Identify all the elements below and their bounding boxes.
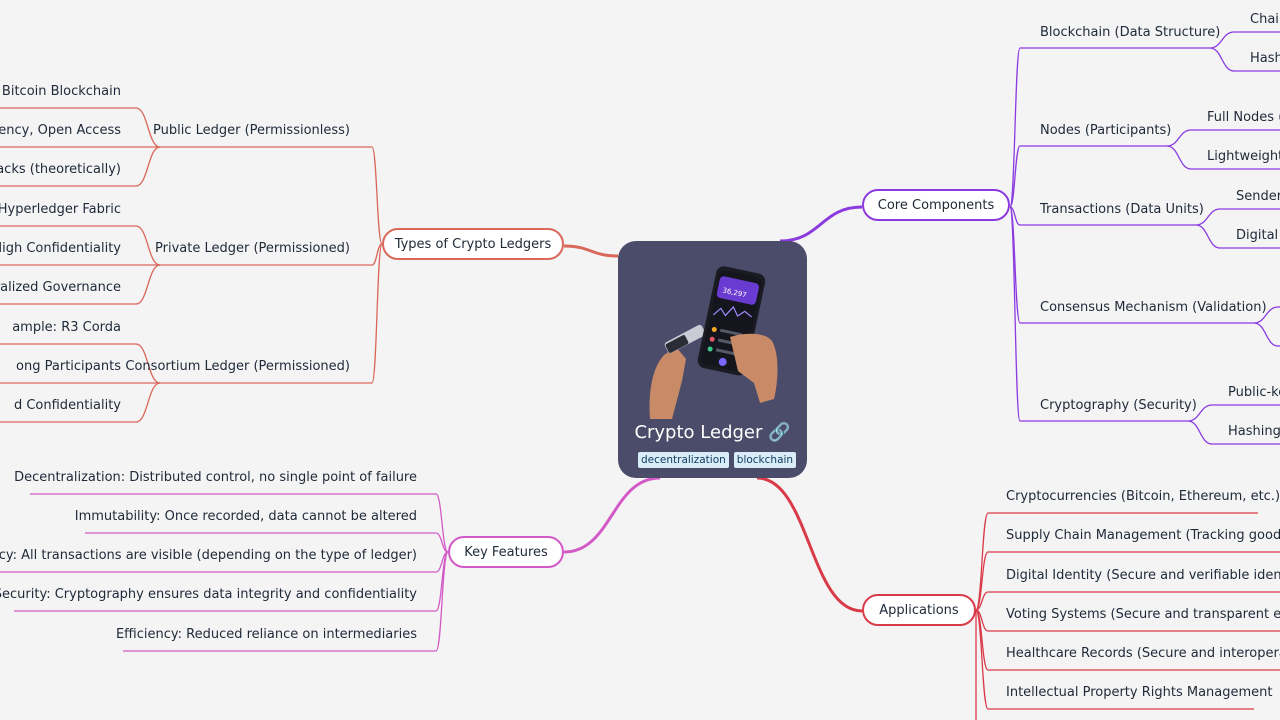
link-core-leaf-3-0 bbox=[1253, 306, 1279, 324]
link-applications-leaf-1 bbox=[975, 551, 989, 611]
link-core-leaf-0-1 bbox=[1209, 47, 1235, 72]
link-applications-leaf-2 bbox=[975, 591, 989, 611]
link-core-sub-4 bbox=[1009, 206, 1021, 422]
link-core-sub-1 bbox=[1009, 145, 1021, 208]
link-types-leaf-1-2 bbox=[135, 264, 161, 305]
link-types-sub-0 bbox=[371, 146, 383, 245]
types-sub-public-ledger-permissionless[interactable]: Public Ledger (Permissionless) bbox=[152, 123, 350, 138]
link-core-leaf-1-1 bbox=[1166, 145, 1192, 170]
link-core-leaf-1-0 bbox=[1166, 129, 1192, 147]
core-leaf-sender[interactable]: Sender bbox=[1236, 189, 1280, 204]
link-core-leaf-4-1 bbox=[1187, 420, 1213, 445]
applications-leaf-voting-systems-secure-and-transparent-el[interactable]: Voting Systems (Secure and transparent e… bbox=[1006, 607, 1280, 622]
central-topic-title: Crypto Ledger 🔗 bbox=[618, 421, 807, 445]
core-sub-nodes-participants[interactable]: Nodes (Participants) bbox=[1040, 123, 1172, 138]
features-leaf-security-cryptography-ensures-data-integ[interactable]: Security: Cryptography ensures data inte… bbox=[0, 587, 417, 602]
types-leaf-ong-participants[interactable]: ong Participants bbox=[16, 359, 121, 374]
core-leaf-lightweight[interactable]: Lightweight bbox=[1207, 149, 1280, 164]
link-types-sub-2 bbox=[371, 243, 383, 384]
types-sub-consortium-ledger-permissioned[interactable]: Consortium Ledger (Permissioned) bbox=[125, 359, 350, 374]
features-leaf-sparency-all-transactions-are-visible-de[interactable]: sparency: All transactions are visible (… bbox=[0, 548, 417, 563]
link-core-leaf-4-0 bbox=[1187, 404, 1213, 422]
link-types-leaf-0-2 bbox=[135, 146, 161, 187]
link-types-leaf-2-2 bbox=[135, 382, 161, 423]
link-types-sub-1 bbox=[371, 243, 383, 266]
types-leaf-e-hyperledger-fabric[interactable]: e: Hyperledger Fabric bbox=[0, 202, 121, 217]
link-core-components bbox=[779, 205, 863, 243]
link-types-of-crypto-ledgers bbox=[563, 244, 619, 258]
link-applications-leaf-0 bbox=[975, 512, 989, 611]
link-core-leaf-2-1 bbox=[1195, 224, 1221, 249]
link-key-features bbox=[563, 476, 661, 554]
link-applications bbox=[756, 476, 863, 613]
link-features-leaf-1 bbox=[435, 532, 449, 553]
types-leaf-high-confidentiality[interactable]: , High Confidentiality bbox=[0, 241, 121, 256]
branch-types-of-crypto-ledgers[interactable]: Types of Crypto Ledgers bbox=[382, 228, 564, 260]
core-sub-transactions-data-units[interactable]: Transactions (Data Units) bbox=[1040, 202, 1204, 217]
link-features-leaf-4 bbox=[435, 551, 449, 652]
features-leaf-immutability-once-recorded-data-cannot-b[interactable]: Immutability: Once recorded, data cannot… bbox=[74, 509, 417, 524]
core-leaf-hashing[interactable]: Hashing bbox=[1228, 424, 1280, 439]
types-leaf-ntralized-governance[interactable]: ntralized Governance bbox=[0, 280, 121, 295]
link-core-leaf-0-0 bbox=[1209, 31, 1235, 49]
applications-leaf-supply-chain-management-tracking-goods-v[interactable]: Supply Chain Management (Tracking goods,… bbox=[1006, 528, 1280, 543]
types-leaf-arency-open-access[interactable]: arency, Open Access bbox=[0, 123, 121, 138]
applications-leaf-intellectual-property-rights-management[interactable]: Intellectual Property Rights Management bbox=[1006, 685, 1273, 700]
link-core-leaf-2-0 bbox=[1195, 208, 1221, 226]
core-leaf-hash[interactable]: Hash bbox=[1250, 51, 1280, 66]
core-leaf-chain[interactable]: Chain bbox=[1250, 12, 1280, 27]
link-core-leaf-3-1 bbox=[1253, 322, 1279, 347]
central-topic-card[interactable]: 36,297 Crypto Ledger 🔗 decentralization … bbox=[618, 241, 807, 478]
link-icon[interactable]: 🔗 bbox=[768, 422, 791, 443]
branch-core-components[interactable]: Core Components bbox=[862, 189, 1010, 221]
features-leaf-efficiency-reduced-reliance-on-intermedi[interactable]: Efficiency: Reduced reliance on intermed… bbox=[115, 627, 417, 642]
types-leaf-ttacks-theoretically[interactable]: ttacks (theoretically) bbox=[0, 162, 121, 177]
tag-blockchain[interactable]: blockchain bbox=[733, 452, 797, 468]
types-leaf-d-confidentiality[interactable]: d Confidentiality bbox=[13, 398, 121, 413]
core-sub-blockchain-data-structure[interactable]: Blockchain (Data Structure) bbox=[1040, 25, 1221, 40]
applications-leaf-healthcare-records-secure-and-interopera[interactable]: Healthcare Records (Secure and interoper… bbox=[1006, 646, 1280, 661]
core-leaf-full-nodes[interactable]: Full Nodes ( bbox=[1207, 110, 1280, 125]
core-sub-consensus-mechanism-validation[interactable]: Consensus Mechanism (Validation) bbox=[1040, 300, 1267, 315]
types-leaf-ample-r3-corda[interactable]: ample: R3 Corda bbox=[12, 320, 121, 335]
link-core-sub-2 bbox=[1009, 206, 1021, 226]
link-applications-leaf-5 bbox=[975, 609, 989, 710]
tag-decentralization[interactable]: decentralization bbox=[638, 452, 729, 468]
link-types-leaf-2-0 bbox=[135, 343, 161, 384]
core-leaf-public-ke[interactable]: Public-ke bbox=[1228, 385, 1280, 400]
branch-key-features[interactable]: Key Features bbox=[448, 536, 564, 568]
core-leaf-digital-s[interactable]: Digital S bbox=[1236, 228, 1280, 243]
features-leaf-decentralization-distributed-control-no-[interactable]: Decentralization: Distributed control, n… bbox=[14, 470, 417, 485]
central-title-text: Crypto Ledger bbox=[634, 422, 763, 443]
link-features-leaf-0 bbox=[435, 493, 449, 553]
applications-leaf-digital-identity-secure-and-verifiable-i[interactable]: Digital Identity (Secure and verifiable … bbox=[1006, 568, 1280, 583]
branch-applications[interactable]: Applications bbox=[862, 594, 976, 626]
types-sub-private-ledger-permissioned[interactable]: Private Ledger (Permissioned) bbox=[155, 241, 350, 256]
link-core-sub-0 bbox=[1009, 47, 1021, 208]
link-types-leaf-0-0 bbox=[135, 107, 161, 148]
types-leaf-e-bitcoin-blockchain[interactable]: e: Bitcoin Blockchain bbox=[0, 84, 121, 99]
crypto-wallet-photo-icon: 36,297 bbox=[642, 263, 783, 419]
core-sub-cryptography-security[interactable]: Cryptography (Security) bbox=[1040, 398, 1197, 413]
central-tag-list: decentralization blockchain bbox=[638, 452, 797, 468]
link-types-leaf-1-0 bbox=[135, 225, 161, 266]
applications-leaf-cryptocurrencies-bitcoin-ethereum-etc[interactable]: Cryptocurrencies (Bitcoin, Ethereum, etc… bbox=[1006, 489, 1280, 504]
